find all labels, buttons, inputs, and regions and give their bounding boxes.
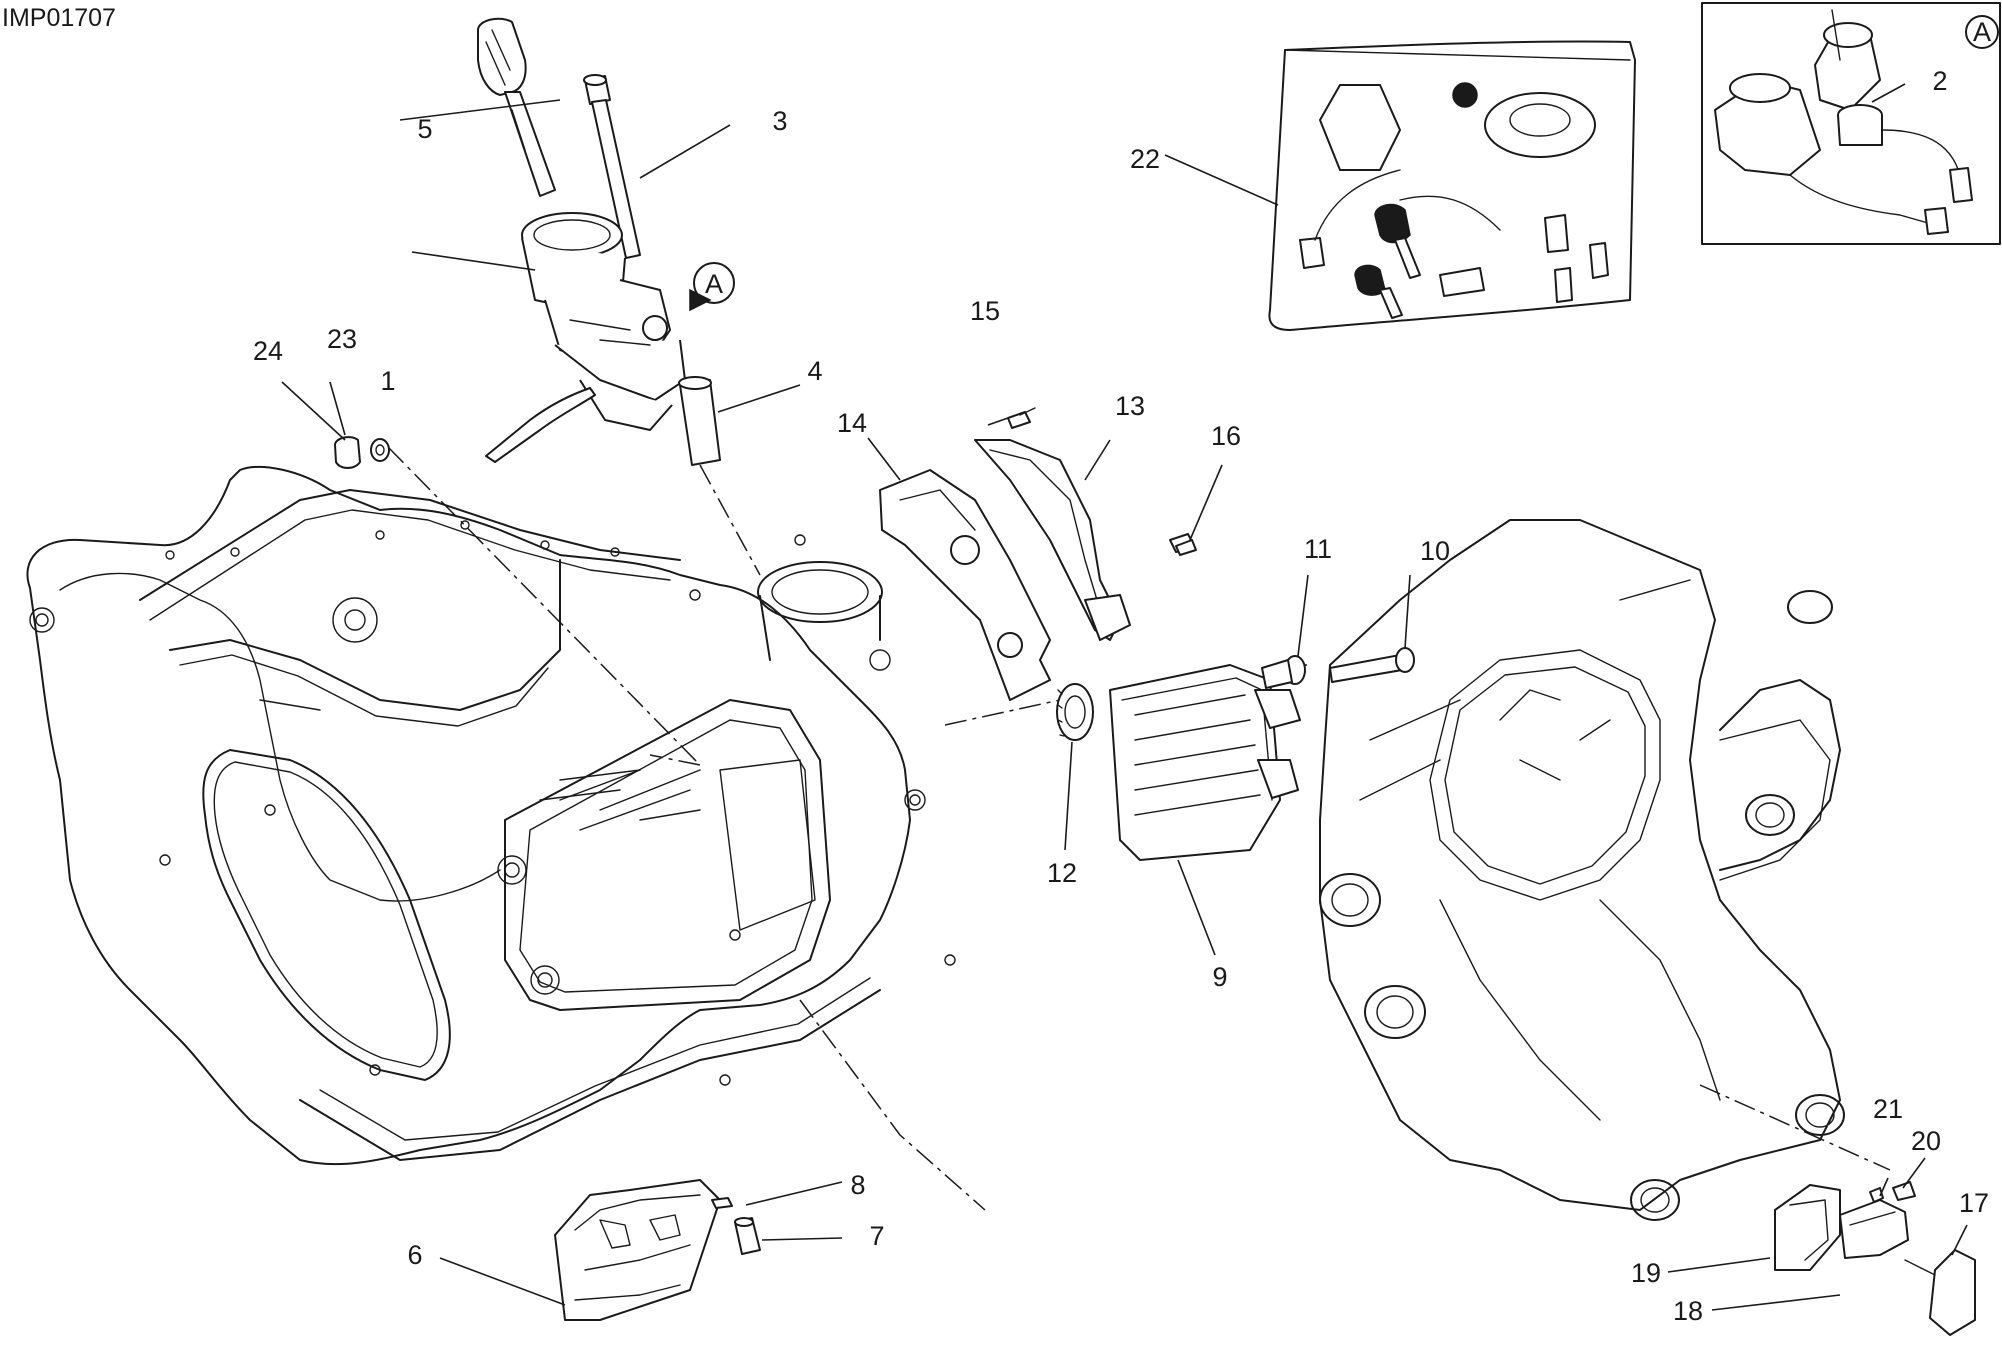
detail-inset-a: A (1701, 2, 2001, 245)
part-kit-box (1268, 40, 1636, 331)
part-ignition-switch (485, 212, 686, 463)
callout-3: 3 (772, 106, 787, 136)
callout-15: 15 (970, 296, 1000, 326)
callout-6: 6 (407, 1240, 422, 1270)
callout-7: 7 (869, 1221, 884, 1251)
callout-2: 2 (1932, 66, 1947, 96)
part-screws (1007, 407, 1197, 556)
callout-14: 14 (837, 408, 867, 438)
callout-10: 10 (1420, 536, 1450, 566)
callout-8: 8 (850, 1170, 865, 1200)
part-ring-12 (1056, 683, 1094, 741)
part-key (477, 17, 556, 197)
callout-labels: 1 2 3 4 5 6 7 8 9 10 11 12 13 14 15 16 1… (253, 66, 1989, 1326)
callout-23: 23 (327, 324, 357, 354)
callout-16: 16 (1211, 421, 1241, 451)
detail-marker-inset-text: A (1973, 17, 1991, 47)
part-bracket-14 (879, 469, 1051, 701)
callout-1: 1 (380, 366, 395, 396)
part-bolt-washer-10-11 (1261, 647, 1415, 689)
callout-20: 20 (1911, 1126, 1941, 1156)
callout-12: 12 (1047, 858, 1077, 888)
part-long-bolt (583, 74, 641, 259)
callout-13: 13 (1115, 391, 1145, 421)
callout-18: 18 (1673, 1296, 1703, 1326)
part-spacer (678, 376, 721, 466)
callout-24: 24 (253, 336, 283, 366)
detail-marker-main-text: A (705, 269, 723, 299)
callout-21: 21 (1873, 1094, 1903, 1124)
callout-9: 9 (1212, 962, 1227, 992)
callout-11: 11 (1304, 534, 1332, 564)
part-control-unit (1109, 664, 1301, 861)
drawing-code: IMP01707 (2, 4, 116, 32)
rear-subframe (1319, 519, 1845, 1221)
callout-22: 22 (1130, 144, 1160, 174)
main-frame (26, 466, 956, 1166)
assembly-lines (387, 446, 1891, 1211)
part-sensor-group (1774, 1181, 1976, 1336)
callout-4: 4 (807, 356, 822, 386)
part-nut-washer (334, 436, 390, 469)
part-lower-module (554, 1179, 761, 1321)
callout-5: 5 (417, 114, 432, 144)
callout-17: 17 (1959, 1188, 1989, 1218)
leader-lines (281, 83, 1968, 1311)
callout-19: 19 (1631, 1258, 1661, 1288)
part-cover-13 (974, 439, 1131, 641)
detail-marker-main: A (689, 262, 735, 312)
